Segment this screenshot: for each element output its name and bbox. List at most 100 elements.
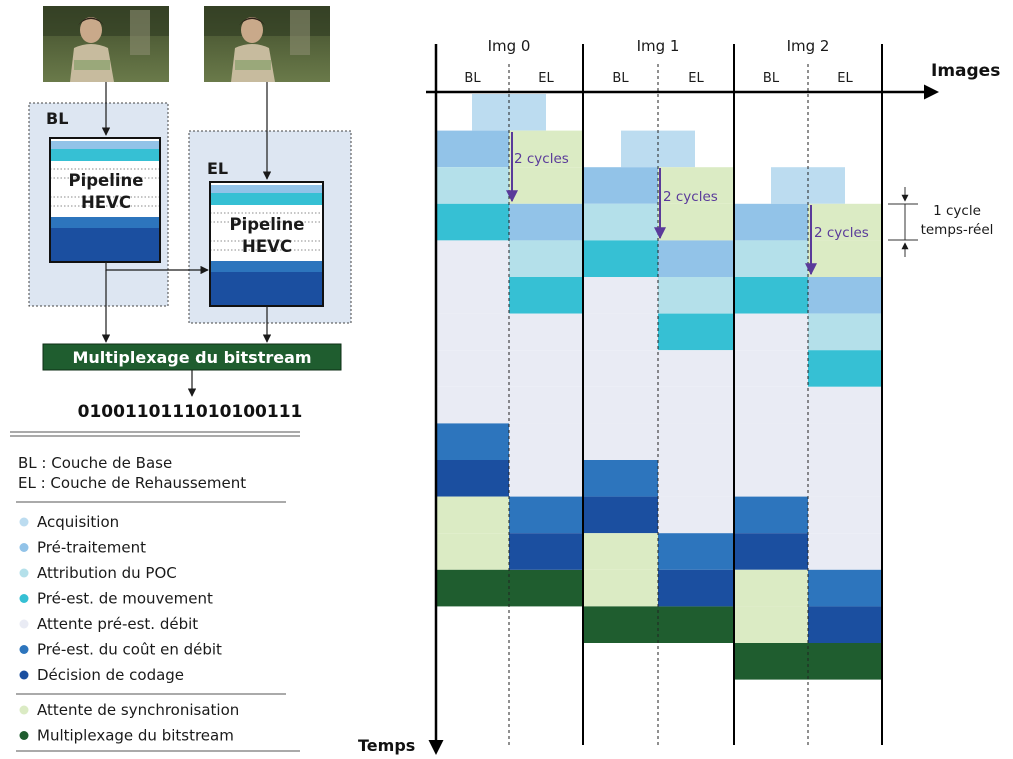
stage-cell-wait — [509, 386, 583, 424]
bl-pipeline-label-2: HEVC — [81, 193, 131, 212]
stage-cell-wait — [436, 240, 509, 277]
layer-header-3: EL — [688, 71, 704, 86]
cycle-label-img2: 2 cycles — [814, 225, 869, 241]
image-header-0: Img 0 — [488, 37, 531, 55]
stage-cell-wait — [734, 313, 808, 351]
layer-header-0: BL — [464, 71, 481, 86]
legend-swatch-wait — [19, 619, 29, 629]
stage-cell-wait — [436, 277, 509, 314]
legend-abbrev-0: BL : Couche de Base — [18, 454, 172, 472]
stage-cell-poc — [658, 277, 734, 314]
stage-cell-rate — [509, 496, 583, 534]
timeline-lines — [508, 44, 883, 745]
mux-box: Multiplexage du bitstream — [42, 343, 342, 371]
stage-cell-poc — [734, 240, 808, 277]
legend-abbrev-1: EL : Couche de Rehaussement — [18, 474, 246, 492]
realtime-label-1: 1 cycle — [933, 203, 981, 219]
stage-cell-sync — [658, 203, 734, 241]
stage-cell-wait — [808, 460, 882, 497]
stage-cell-wait — [583, 386, 658, 424]
stage-cell-wait — [658, 423, 734, 460]
stage-cell-wait — [583, 277, 658, 314]
stage-cell-wait — [436, 313, 509, 351]
legend-label-acq: Acquisition — [37, 513, 119, 531]
legend: BL : Couche de Base EL : Couche de Rehaus… — [18, 454, 246, 745]
el-pipeline-label-2: HEVC — [242, 237, 292, 256]
stage-cell-pem — [583, 240, 658, 277]
stage-cell-poc — [509, 240, 583, 277]
cycle-arrows: 2 cycles 2 cycles 2 cycles — [506, 132, 869, 276]
stage-cell-wait — [658, 386, 734, 424]
time-axis-label: Temps — [358, 736, 415, 755]
stage-cell-rate — [583, 460, 658, 497]
legend-label-poc: Attribution du POC — [37, 564, 177, 582]
image-header-2: Img 2 — [787, 37, 830, 55]
stage-cell-sync — [734, 606, 808, 643]
stage-cell-rate — [436, 423, 509, 460]
stage-cell-sync — [658, 167, 734, 204]
el-panel-label: EL — [207, 159, 228, 178]
stage-cell-wait — [583, 423, 658, 460]
el-pipeline-label-1: Pipeline — [230, 215, 305, 234]
stage-cell-wait — [436, 386, 509, 424]
stage-cell-dec — [658, 569, 734, 607]
layer-header-1: EL — [538, 71, 554, 86]
stage-cell-wait — [583, 350, 658, 387]
frame-photo-el — [204, 6, 330, 82]
stage-cell-pre — [583, 167, 658, 204]
stage-cell-wait — [734, 386, 808, 424]
stage-cell-wait — [509, 350, 583, 387]
layer-header-5: EL — [837, 71, 853, 86]
realtime-cycle-bracket: 1 cycle temps-réel — [888, 187, 993, 257]
legend-label-dec: Décision de codage — [37, 666, 184, 684]
mux-label: Multiplexage du bitstream — [72, 348, 311, 367]
bitstream-output: 0100110111010100111 — [78, 402, 303, 422]
stage-cell-pre — [734, 203, 808, 241]
legend-label-pre: Pré-traitement — [37, 539, 146, 557]
stage-cell-poc — [808, 313, 882, 351]
legend-swatch-dec — [19, 670, 29, 680]
realtime-label-2: temps-réel — [921, 222, 994, 238]
legend-label-rate: Pré-est. du coût en débit — [37, 641, 222, 659]
legend-swatch-pem — [19, 594, 29, 603]
stage-cell-wait — [509, 313, 583, 351]
frame-photo-bl — [43, 6, 169, 82]
stage-cell-sync — [436, 496, 509, 534]
legend-swatch-mux — [19, 731, 29, 740]
mux-cell-img2 — [734, 643, 882, 680]
stage-cell-dec — [583, 496, 658, 534]
timeline-headers: Img 0 Img 1 Img 2 BL EL BL EL BL EL — [464, 37, 853, 86]
legend-label-sync: Attente de synchronisation — [37, 701, 239, 719]
stage-cell-sync — [509, 130, 583, 168]
stage-cell-wait — [734, 460, 808, 497]
stage-cell-sync — [583, 533, 658, 570]
stage-cell-dec — [436, 460, 509, 497]
stage-cell-dec — [808, 606, 882, 643]
stage-cell-sync — [808, 203, 882, 241]
images-axis-label: Images — [931, 61, 1000, 81]
legend-swatch-acq — [19, 517, 29, 527]
stage-cell-wait — [436, 350, 509, 387]
bl-pipeline-label-1: Pipeline — [69, 171, 144, 190]
layer-header-2: BL — [612, 71, 629, 86]
stage-cell-wait — [658, 496, 734, 534]
stage-cell-wait — [509, 423, 583, 460]
stage-cell-sync — [583, 569, 658, 607]
stage-cell-wait — [734, 423, 808, 460]
stage-cell-rate — [658, 533, 734, 570]
stage-cell-sync — [436, 533, 509, 570]
stage-cell-dec — [509, 533, 583, 570]
stage-cell-pem — [436, 203, 509, 241]
image-header-1: Img 1 — [637, 37, 680, 55]
layer-header-4: BL — [763, 71, 780, 86]
stage-cell-pem — [808, 350, 882, 387]
cycle-label-img1: 2 cycles — [663, 189, 718, 205]
stage-cell-pre — [509, 203, 583, 241]
stage-cell-pre — [658, 240, 734, 277]
legend-swatch-rate — [19, 645, 29, 654]
stage-cell-wait — [808, 496, 882, 534]
stage-cell-poc — [436, 167, 509, 204]
stage-cell-sync — [734, 569, 808, 607]
stage-cell-wait — [658, 350, 734, 387]
